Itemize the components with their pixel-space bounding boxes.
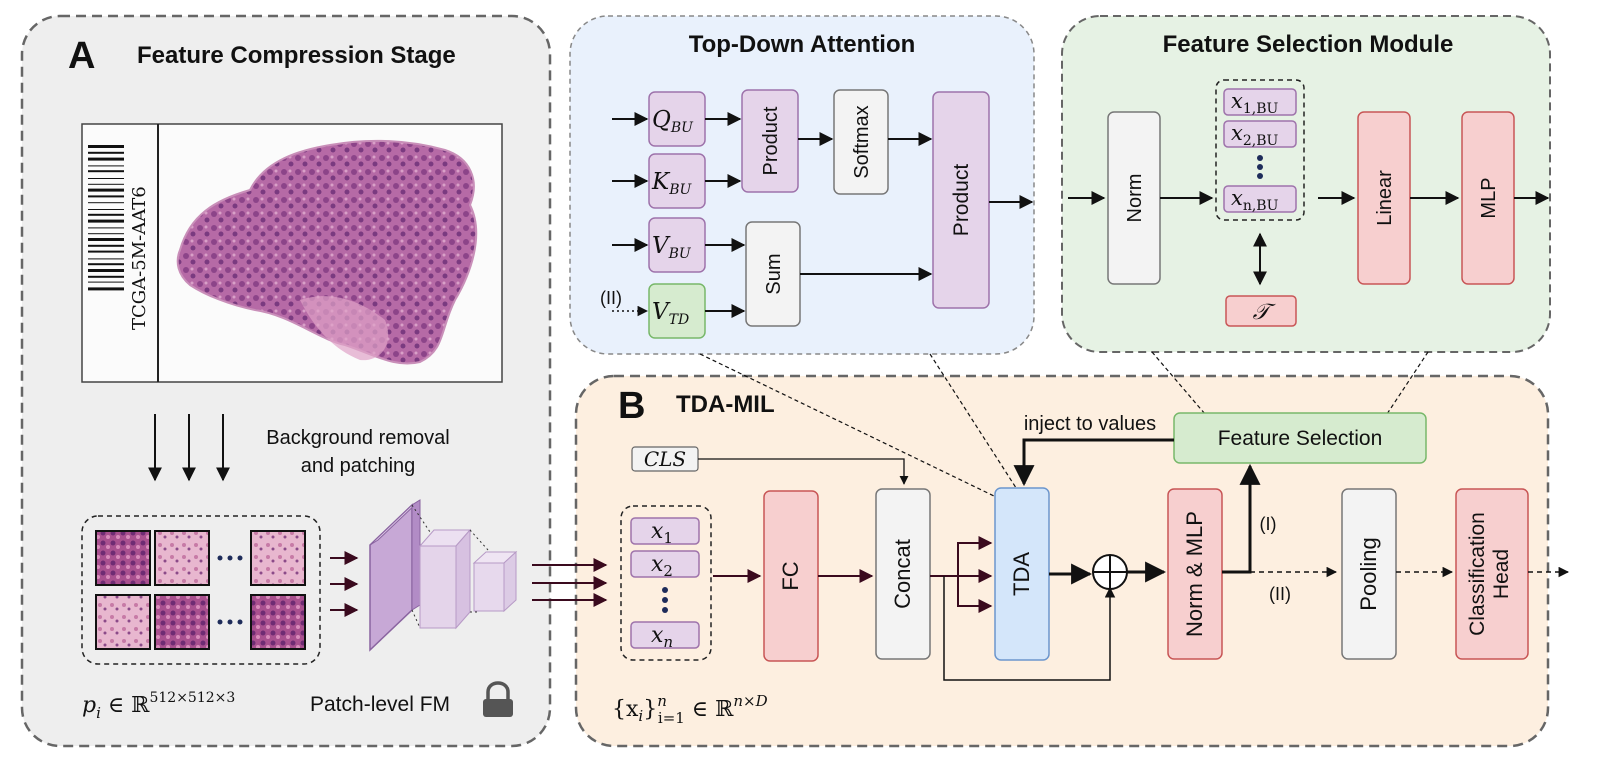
inject-label: inject to values: [1024, 413, 1156, 435]
patch-thumbnail: [95, 594, 151, 650]
panel-b-letter: B: [618, 385, 645, 427]
product-out-block: [932, 91, 990, 309]
product-out-label: Product: [950, 164, 973, 237]
vertical-ellipsis: [662, 587, 668, 613]
patch-encoder-icon: [369, 499, 518, 652]
fsm-detail-panel: [1061, 15, 1551, 353]
patch-formula: pi ∈ ℝ512×512×3: [82, 690, 235, 722]
v-bu-label: VBU: [652, 233, 692, 262]
classification-head-block: [1455, 488, 1529, 660]
fsm-token-label: xn,BU: [1231, 186, 1279, 214]
patch-thumbnail: [154, 594, 210, 650]
input-token-label: x2: [651, 552, 673, 580]
plus-circle-icon: [1092, 554, 1128, 590]
patch-thumbnail: [250, 594, 306, 650]
input-token: [630, 550, 700, 578]
tissue-image: [176, 139, 478, 365]
panel-a-letter: A: [68, 35, 95, 77]
norm-mlp-label: Norm & MLP: [1182, 511, 1207, 637]
product-block: [741, 89, 799, 193]
pooling-label: Pooling: [1356, 537, 1381, 610]
lock-icon: [483, 681, 513, 717]
fc-label: FC: [778, 561, 803, 590]
tda-detail-title: Top-Down Attention: [689, 31, 916, 58]
path-ii-label: (II): [1269, 584, 1291, 604]
concat-block: [875, 488, 931, 660]
vertical-ellipsis: [1257, 155, 1263, 179]
classification-label-1: Classification: [1466, 512, 1489, 636]
bg-removal-label-2: and patching: [301, 455, 416, 477]
softmax-block: [833, 89, 889, 195]
barcode-icon: [88, 145, 124, 291]
input-token-label: xn: [651, 623, 673, 651]
fsm-detail-title: Feature Selection Module: [1163, 31, 1454, 58]
patch-group: [81, 515, 321, 665]
fsm-token: [1223, 120, 1297, 148]
input-token-label: x1: [651, 519, 673, 547]
panel-b-title: TDA-MIL: [676, 391, 775, 418]
slide-label: TCGA-5M-AAT6: [129, 186, 150, 330]
fsm-token-label: x2,BU: [1231, 121, 1278, 149]
panel-a-title: Feature Compression Stage: [137, 42, 456, 69]
patch-thumbnail: [250, 530, 306, 586]
fsm-linear-label: Linear: [1374, 170, 1396, 226]
fsm-mlp-label: MLP: [1478, 177, 1500, 218]
patch-fm-label: Patch-level FM: [310, 693, 450, 716]
cls-label: CLS: [644, 447, 686, 471]
v-td-label: VTD: [652, 299, 689, 328]
tda-label: TDA: [1009, 552, 1034, 596]
fsm-token-label: x1,BU: [1231, 89, 1278, 117]
q-bu-label: QBU: [652, 107, 694, 136]
ellipsis: [217, 555, 243, 625]
feature-selection-label: Feature Selection: [1218, 427, 1383, 450]
bg-removal-label-1: Background removal: [266, 427, 449, 449]
fsm-norm-label: Norm: [1124, 174, 1146, 223]
input-token: [630, 621, 700, 649]
fsm-token: [1223, 185, 1297, 213]
sum-label: Sum: [763, 253, 785, 294]
patch-thumbnail: [95, 530, 151, 586]
feature-selection-block: [1173, 412, 1427, 464]
fsm-token-group: [1215, 79, 1305, 221]
classification-label-2: Head: [1490, 549, 1513, 599]
k-bu-label: KBU: [651, 169, 692, 198]
fsm-token: [1223, 88, 1297, 116]
panel-b-background: [574, 374, 1550, 748]
product-label: Product: [760, 106, 782, 175]
input-token: [630, 517, 700, 545]
pooling-block: [1341, 488, 1397, 660]
concat-label: Concat: [890, 539, 915, 609]
path-i-label: (I): [1260, 514, 1277, 534]
softmax-label: Softmax: [851, 105, 873, 178]
patch-thumbnail: [154, 530, 210, 586]
threshold-block: [1225, 295, 1297, 327]
norm-mlp-block: [1167, 488, 1223, 660]
v-td-marker: (II): [600, 288, 622, 308]
